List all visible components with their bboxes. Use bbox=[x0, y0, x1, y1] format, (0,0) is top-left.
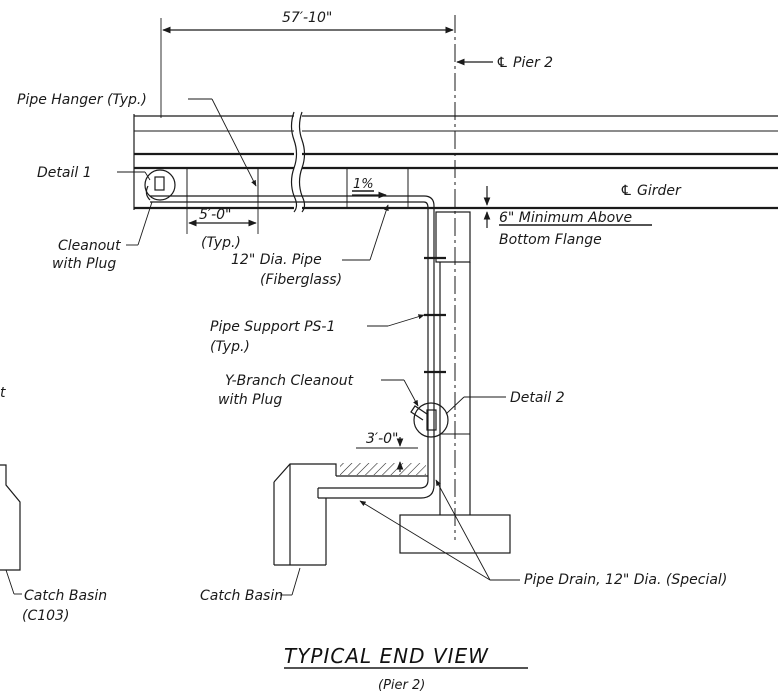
pipe-support-callout: Pipe Support PS-1 (Typ.) bbox=[210, 314, 425, 355]
pier-centerline: ℄ Pier 2 bbox=[454, 15, 553, 540]
ybranch-label-2: with Plug bbox=[218, 392, 282, 408]
catch-basin-left-label-2: (C103) bbox=[22, 608, 69, 624]
pipe-callout: 12" Dia. Pipe (Fiberglass) bbox=[231, 204, 389, 288]
cleanout-label-2: with Plug bbox=[52, 256, 116, 272]
pipe-support-label-2: (Typ.) bbox=[210, 339, 250, 355]
detail-2-label: Detail 2 bbox=[510, 390, 565, 406]
detail-1-callout: Detail 1 bbox=[37, 165, 176, 201]
detail-1-label: Detail 1 bbox=[37, 165, 92, 181]
min-above-callout: 6" Minimum Above Bottom Flange bbox=[483, 186, 652, 248]
cut-fragment-text: t bbox=[0, 385, 6, 401]
title-main: TYPICAL END VIEW bbox=[284, 644, 489, 668]
pipe-drain-callout: Pipe Drain, 12" Dia. (Special) bbox=[359, 479, 727, 588]
pipe-drain-label: Pipe Drain, 12" Dia. (Special) bbox=[524, 572, 727, 588]
detail-2-callout: Y-Branch Cleanout with Plug Detail 2 bbox=[218, 373, 565, 438]
slope-text: 1% bbox=[353, 177, 374, 192]
title-sub: (Pier 2) bbox=[378, 678, 425, 693]
cleanout-label-1: Cleanout bbox=[58, 238, 121, 254]
ground-and-basin bbox=[273, 430, 435, 566]
catch-basin-right-callout: Catch Basin bbox=[200, 567, 301, 604]
pipe-label-1: 12" Dia. Pipe bbox=[231, 252, 322, 268]
hanger-spacing-note: (Typ.) bbox=[201, 235, 241, 251]
drawing-title: TYPICAL END VIEW (Pier 2) bbox=[284, 644, 528, 693]
pier-centerline-text: ℄ Pier 2 bbox=[496, 55, 553, 71]
pipe-hanger-label: Pipe Hanger (Typ.) bbox=[17, 92, 147, 108]
drop-dimension-text: 3′-0" bbox=[366, 431, 398, 447]
overall-dimension: 57′-10" bbox=[160, 10, 454, 118]
drop-dimension: 3′-0" bbox=[356, 431, 418, 472]
ybranch-label-1: Y-Branch Cleanout bbox=[225, 373, 354, 389]
min-above-label-2: Bottom Flange bbox=[499, 232, 602, 248]
cleanout-callout: Cleanout with Plug bbox=[52, 201, 153, 272]
girder-label: ℄ Girder bbox=[620, 183, 682, 199]
catch-basin-right-label: Catch Basin bbox=[200, 588, 283, 604]
catch-basin-left: Catch Basin (C103) t bbox=[0, 385, 107, 624]
catch-basin-left-label-1: Catch Basin bbox=[24, 588, 107, 604]
hanger-spacing-dimension: 5′-0" (Typ.) bbox=[186, 207, 259, 251]
hanger-spacing-text: 5′-0" bbox=[199, 207, 231, 223]
overall-dimension-text: 57′-10" bbox=[282, 10, 332, 26]
girder: ℄ Girder bbox=[133, 111, 778, 213]
pipe-hanger-callout: Pipe Hanger (Typ.) bbox=[17, 92, 257, 187]
drain-pipe: 1% bbox=[150, 168, 435, 430]
pipe-label-2: (Fiberglass) bbox=[260, 272, 342, 288]
pipe-support-label-1: Pipe Support PS-1 bbox=[210, 319, 335, 335]
min-above-label-1: 6" Minimum Above bbox=[499, 210, 632, 226]
